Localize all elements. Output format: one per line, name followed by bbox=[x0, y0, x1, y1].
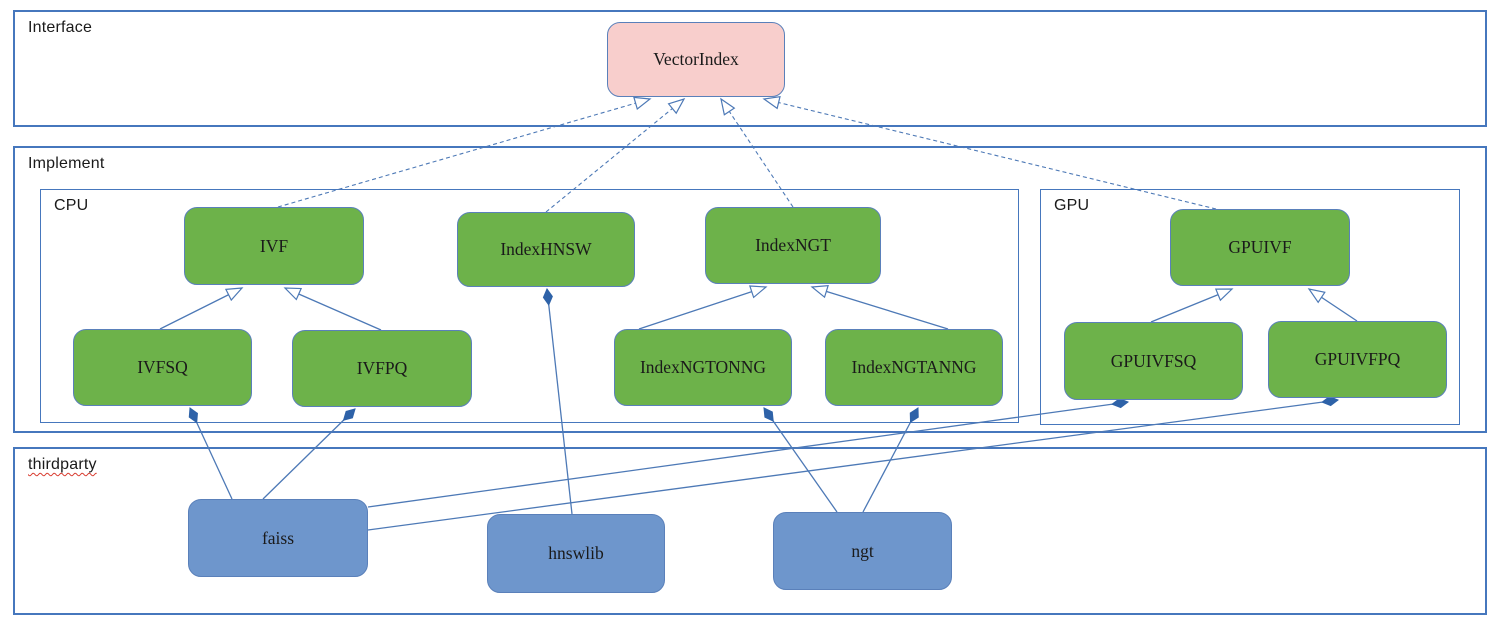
edge-hnswlib-indexhnsw bbox=[542, 287, 573, 515]
node-ivfpq-label: IVFPQ bbox=[356, 358, 408, 378]
edge-faiss-gpuivfpq bbox=[367, 396, 1340, 531]
node-indexngtanng-label: IndexNGTANNG bbox=[851, 357, 977, 377]
container-cpu-label: CPU bbox=[54, 197, 89, 214]
node-ngt-label: ngt bbox=[851, 540, 874, 561]
node-indexhnsw[interactable]: IndexHNSW bbox=[457, 212, 635, 287]
node-ivfsq-label: IVFSQ bbox=[137, 357, 188, 377]
edge-ivfsq-ivf bbox=[159, 287, 244, 330]
edge-gpuivf-vectorindex bbox=[762, 95, 1217, 210]
edge-indexhnsw-vectorindex bbox=[545, 97, 686, 213]
container-gpu-label: GPU bbox=[1054, 197, 1090, 214]
node-vectorindex[interactable]: VectorIndex bbox=[607, 22, 785, 97]
node-gpuivf[interactable]: GPUIVF bbox=[1170, 209, 1350, 286]
edge-faiss-ivfsq bbox=[188, 407, 233, 500]
edge-ivf-vectorindex bbox=[277, 96, 652, 208]
node-indexngt-label: IndexNGT bbox=[755, 235, 831, 255]
edge-faiss-gpuivfsq bbox=[367, 398, 1130, 508]
edge-indexngtonng-indexngt bbox=[638, 285, 768, 330]
node-ivf[interactable]: IVF bbox=[184, 207, 364, 285]
edge-gpuivfpq-gpuivf bbox=[1307, 288, 1358, 322]
edge-gpuivfsq-gpuivf bbox=[1150, 288, 1234, 323]
edge-indexngtanng-indexngt bbox=[810, 285, 949, 330]
container-implement: Implement bbox=[13, 146, 1487, 433]
container-cpu: CPU bbox=[40, 189, 1019, 423]
node-indexngtonng[interactable]: IndexNGTONNG bbox=[614, 329, 792, 406]
node-hnswlib-label: hnswlib bbox=[548, 543, 604, 563]
node-hnswlib[interactable]: hnswlib bbox=[487, 514, 665, 593]
node-faiss[interactable]: faiss bbox=[188, 499, 368, 577]
container-thirdparty-label: thirdparty bbox=[28, 456, 97, 473]
container-interface-label: Interface bbox=[28, 19, 93, 36]
node-indexngtonng-label: IndexNGTONNG bbox=[639, 357, 767, 377]
container-implement-label: Implement bbox=[28, 155, 105, 172]
edge-ivfpq-ivf bbox=[283, 287, 382, 331]
edge-ngt-indexngtonng bbox=[763, 407, 838, 513]
node-gpuivfsq-label: GPUIVFSQ bbox=[1110, 350, 1197, 371]
node-gpuivf-label: GPUIVF bbox=[1228, 237, 1292, 257]
edge-indexngt-vectorindex bbox=[720, 97, 794, 208]
node-ivfsq[interactable]: IVFSQ bbox=[73, 329, 252, 406]
node-vectorindex-label: VectorIndex bbox=[653, 49, 739, 69]
node-faiss-label: faiss bbox=[261, 527, 295, 548]
container-interface: Interface bbox=[13, 10, 1487, 127]
node-ivf-label: IVF bbox=[259, 235, 289, 256]
node-gpuivfpq[interactable]: GPUIVFPQ bbox=[1268, 321, 1447, 398]
node-indexngtanng[interactable]: IndexNGTANNG bbox=[825, 329, 1003, 406]
edge-faiss-ivfpq bbox=[262, 408, 356, 500]
container-gpu: GPU bbox=[1040, 189, 1460, 425]
node-gpuivfsq[interactable]: GPUIVFSQ bbox=[1064, 322, 1243, 400]
container-thirdparty: thirdparty bbox=[13, 447, 1487, 615]
node-ivfpq[interactable]: IVFPQ bbox=[292, 330, 472, 407]
node-ngt[interactable]: ngt bbox=[773, 512, 952, 590]
node-gpuivfpq-label: GPUIVFPQ bbox=[1314, 349, 1401, 369]
edge-ngt-indexngtanng bbox=[862, 407, 919, 513]
node-indexngt[interactable]: IndexNGT bbox=[705, 207, 881, 284]
node-indexhnsw-label: IndexHNSW bbox=[500, 239, 592, 259]
